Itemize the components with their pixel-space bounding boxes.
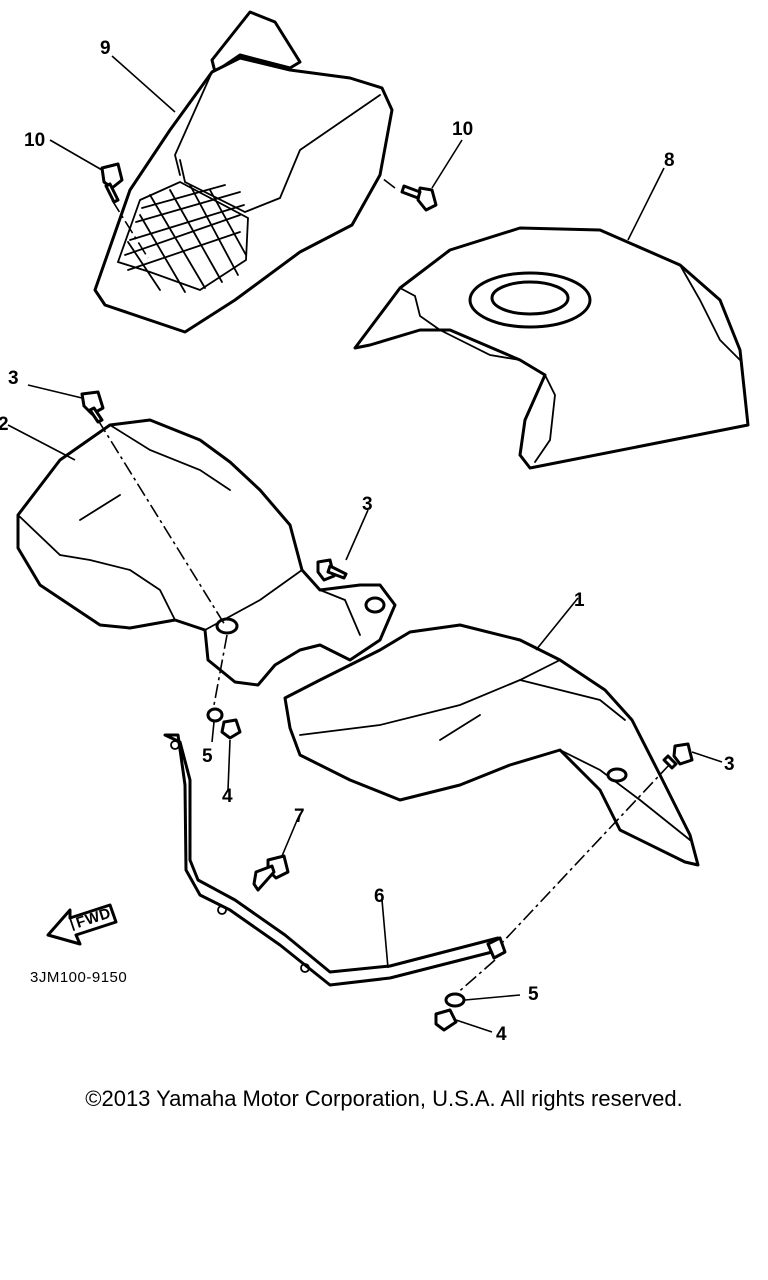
part-2-front-fender — [16, 418, 397, 687]
callout-3-right: 3 — [724, 754, 735, 775]
part-5-washer-right — [444, 992, 466, 1008]
part-6-stay — [163, 733, 507, 987]
callout-7: 7 — [294, 806, 305, 827]
grille-mesh — [124, 184, 247, 293]
part-1-rear-fender — [283, 623, 700, 867]
part-3-screw-mid — [316, 558, 348, 582]
callout-1: 1 — [574, 590, 585, 611]
part-10-bolt-left — [100, 162, 124, 204]
callout-5-right: 5 — [528, 984, 539, 1005]
part-10-bolt-right — [400, 184, 438, 212]
callout-8: 8 — [664, 150, 675, 171]
copyright-notice: ©2013 Yamaha Motor Corporation, U.S.A. A… — [85, 1086, 683, 1111]
diagram-code: 3JM100-9150 — [30, 969, 127, 986]
callout-labels: 9 10 10 8 3 2 3 1 3 5 4 7 6 5 4 — [0, 38, 735, 1045]
part-9-front-cover — [93, 10, 394, 334]
part-4-nut-left — [220, 718, 242, 740]
callout-9: 9 — [100, 38, 111, 59]
part-5-washer-left — [206, 707, 224, 723]
part-3-screw-top — [80, 390, 105, 424]
part-7-bolt — [252, 854, 290, 892]
fwd-arrow: FWD — [46, 903, 118, 946]
callout-10-right: 10 — [452, 119, 473, 140]
callout-5-left: 5 — [202, 746, 213, 767]
callout-3-mid: 3 — [362, 494, 373, 515]
part-8-tank-cover — [353, 226, 750, 470]
parts-diagram: 9 10 10 8 3 2 3 1 3 5 4 7 6 5 4 FWD 3JM1… — [0, 10, 750, 1045]
callout-4-right: 4 — [496, 1024, 507, 1045]
callout-6: 6 — [374, 886, 385, 907]
callout-2: 2 — [0, 414, 9, 435]
callout-10-left: 10 — [24, 130, 45, 151]
callout-4-left: 4 — [222, 786, 233, 807]
leader-lines — [7, 55, 723, 1033]
part-3-screw-right — [662, 742, 694, 770]
assembly-lines — [97, 177, 671, 996]
part-4-nut-right — [434, 1008, 458, 1032]
callout-3-top: 3 — [8, 368, 19, 389]
